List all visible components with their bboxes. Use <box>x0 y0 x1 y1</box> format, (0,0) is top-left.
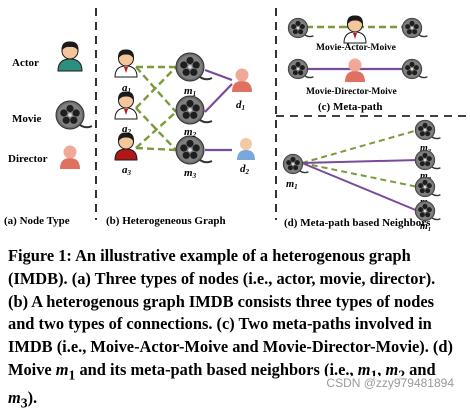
movie-node-m1 <box>175 52 213 82</box>
movie-label-m3: m3 <box>184 167 197 180</box>
director-node-d1 <box>232 68 252 92</box>
panel-b-caption: (b) Heterogeneous Graph <box>106 215 226 227</box>
metapath-label-mdm: Movie-Director-Moive <box>306 87 397 97</box>
center-label: m1 <box>286 179 298 191</box>
figure-diagram: Actor Movie Director (a) Node Type a1 a2 <box>4 8 466 233</box>
actor-node-a3 <box>114 131 138 161</box>
actor-icon <box>57 40 83 72</box>
director-node-d2 <box>237 138 255 160</box>
panel-c: Movie-Actor-Moive Movie-Director-Moive (… <box>288 14 427 113</box>
node-label-actor: Actor <box>12 57 39 69</box>
figure-caption: Figure 1: An illustrative example of a h… <box>8 245 466 415</box>
director-icon <box>60 145 80 169</box>
panel-a: Actor Movie Director (a) Node Type <box>4 40 93 227</box>
caption-line-3: (b) A heterogenous graph IMDB consists t… <box>8 291 435 311</box>
caption-line-5: IMDB (i.e., Moive-Actor-Moive and Movie-… <box>8 337 453 357</box>
path2-director-icon <box>345 58 365 82</box>
film-reel-icon <box>55 100 93 130</box>
panel-d: m1 m2 m2 m3 m1 (d) Meta-path based Neigh… <box>283 120 440 233</box>
neighbor-edges-green <box>301 129 419 188</box>
neighbor-movie-icon-3 <box>415 177 440 197</box>
movie-label-m2: m2 <box>184 126 197 139</box>
director-label-d2: d2 <box>240 163 250 176</box>
panel-a-caption: (a) Node Type <box>4 215 70 227</box>
actor-label-a1: a1 <box>122 82 131 95</box>
movie-label-m1: m1 <box>184 85 196 98</box>
caption-line-6: Moive m1 and its meta-path based neighbo… <box>8 359 436 383</box>
director-label-d1: d1 <box>236 99 245 112</box>
panel-c-caption: (c) Meta-path <box>318 101 382 113</box>
panel-d-caption: (d) Meta-path based Neighbors <box>284 217 431 229</box>
neighbor-edges-purple <box>301 159 419 212</box>
actor-node-a1 <box>114 48 138 78</box>
caption-line-1: Figure 1: An illustrative example of a h… <box>8 246 411 265</box>
path2-movie-end-icon <box>402 59 427 79</box>
path1-actor-icon <box>343 14 367 44</box>
director-movie-edges <box>204 68 233 152</box>
metapath-label-mam: Movie-Actor-Moive <box>316 43 396 53</box>
panel-b: a1 a2 a3 m1 m2 m3 d1 d2 (b) Heterogeneou… <box>106 48 255 227</box>
path1-movie-end-icon <box>402 18 427 38</box>
caption-line-7: m3). <box>8 388 38 411</box>
caption-line-4: and two types of connections. (c) Two me… <box>8 314 432 334</box>
node-label-movie: Movie <box>12 113 41 125</box>
actor-label-a3: a3 <box>122 164 132 177</box>
caption-line-2: (IMDB). (a) Three types of nodes (i.e., … <box>8 268 436 288</box>
neighbor-movie-icon-2 <box>415 150 440 170</box>
node-label-director: Director <box>8 153 48 165</box>
neighbor-label-4: m1 <box>420 221 431 233</box>
actor-label-a2: a2 <box>122 123 132 136</box>
actor-node-a2 <box>114 90 138 120</box>
actor-movie-edges <box>135 65 177 152</box>
neighbor-movie-icon-1 <box>415 120 440 140</box>
watermark: CSDN @zzy979481894 <box>324 376 456 390</box>
